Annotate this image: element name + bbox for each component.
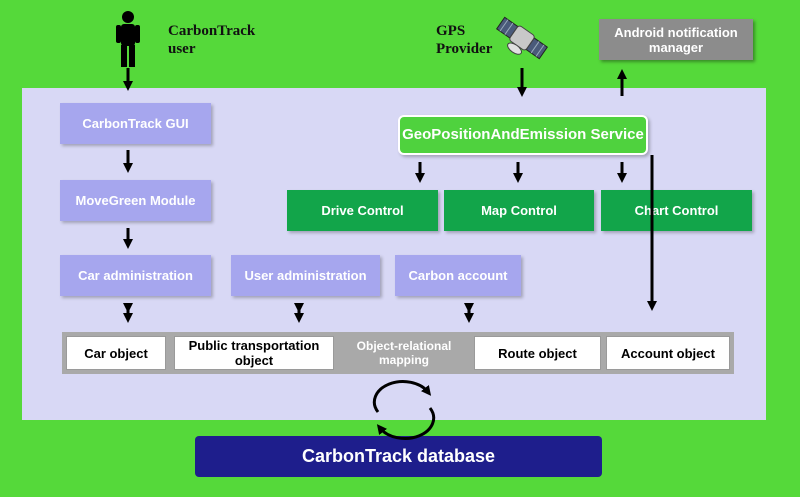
carbontrack-gui-box: CarbonTrack GUI [60,103,211,144]
carbontrack-database-box: CarbonTrack database [195,436,602,477]
movegreen-module-box: MoveGreen Module [60,180,211,221]
sync-cycle-icon [372,380,436,440]
notification-manager-box: Android notification manager [599,19,753,60]
drive-control-box: Drive Control [287,190,438,231]
geoposition-emission-service-box: GeoPositionAndEmission Service [398,115,648,155]
car-administration-box: Car administration [60,255,211,296]
user-administration-box: User administration [231,255,380,296]
gps-provider-label: GPS Provider [436,23,493,57]
carbon-account-box: Carbon account [395,255,521,296]
car-object-box: Car object [66,336,166,370]
public-transportation-object-box: Public transportation object [174,336,334,370]
user-label: CarbonTrack user [168,23,256,57]
user-figure-icon [116,11,140,67]
map-control-box: Map Control [444,190,594,231]
account-object-box: Account object [606,336,730,370]
object-relational-mapping-label: Object-relational mapping [356,339,452,367]
chart-control-box: Chart Control [601,190,752,231]
route-object-box: Route object [474,336,601,370]
satellite-icon [495,16,549,60]
